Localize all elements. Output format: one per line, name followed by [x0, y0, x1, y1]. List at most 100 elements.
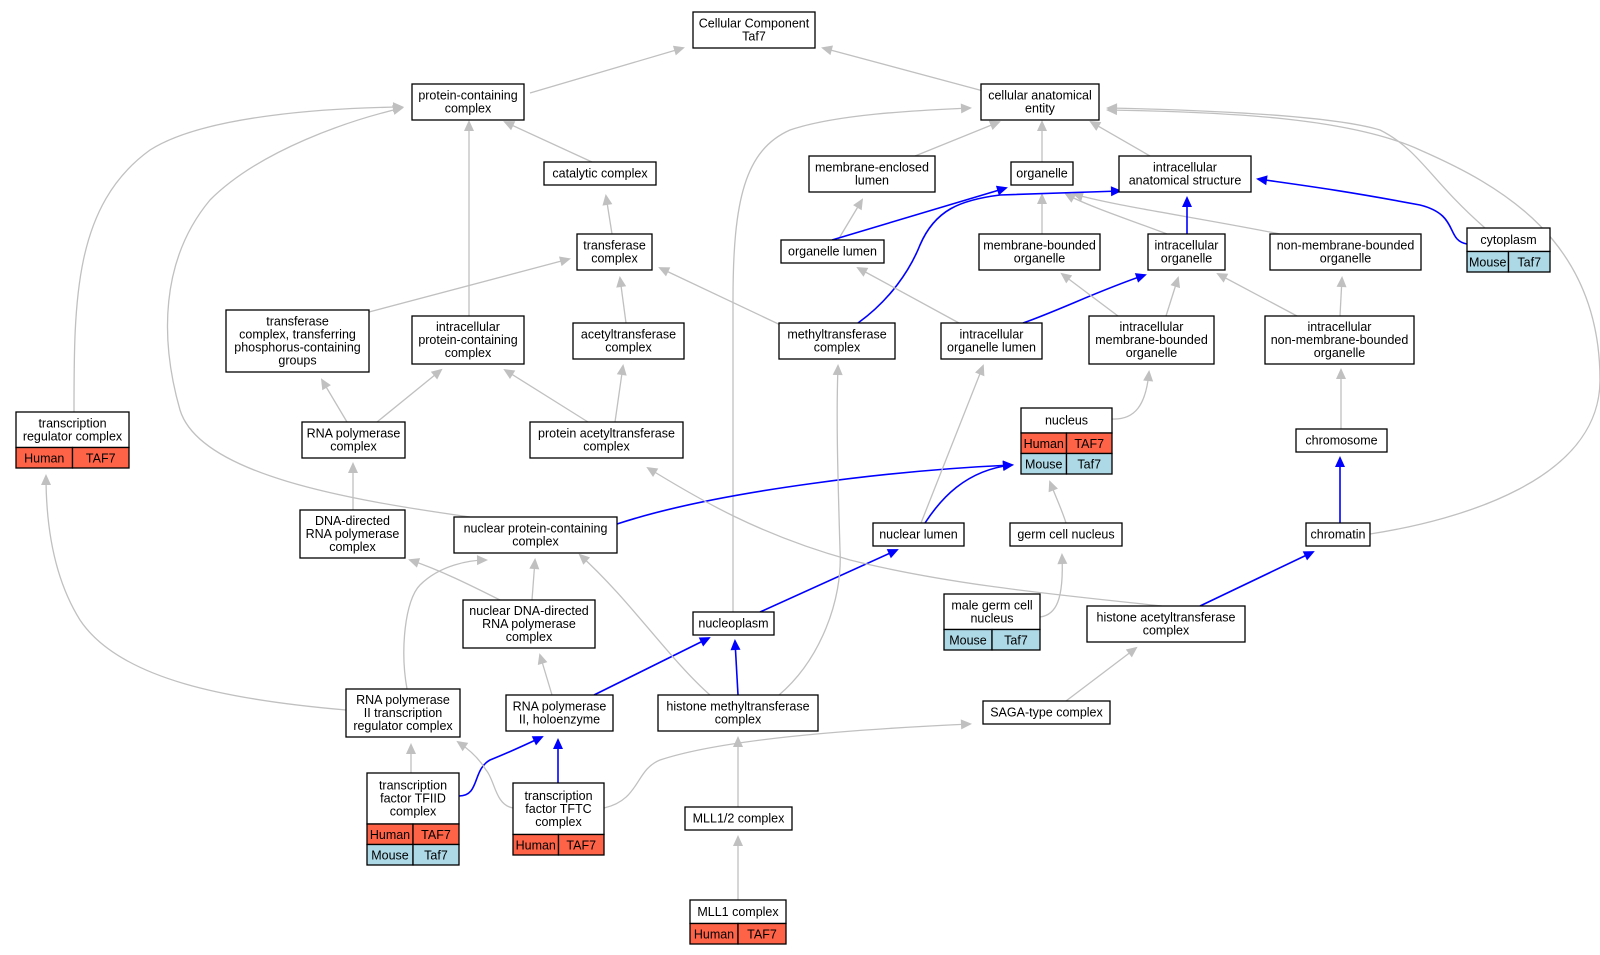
edge-catalytic-to-pcc	[503, 121, 593, 163]
go-term-node-chromosome[interactable]: chromosome	[1295, 428, 1388, 453]
arrowhead	[553, 738, 563, 749]
edge-orglumen-to-organelle	[831, 185, 1008, 241]
arrowhead	[456, 740, 469, 752]
edge-iol-to-orglumen	[856, 267, 960, 324]
arrowhead	[1064, 193, 1077, 203]
node-frame	[1295, 428, 1388, 453]
node-frame	[940, 322, 1043, 360]
node-frame	[692, 611, 775, 636]
node-frame	[1264, 315, 1415, 365]
edge-hat-to-chromatin	[1199, 551, 1315, 607]
node-label-line: catalytic complex	[552, 167, 648, 181]
edge-inmbo-to-nmbo	[1336, 276, 1347, 317]
node-frame	[1118, 155, 1252, 193]
node-label-line: II transcription	[364, 706, 443, 720]
edge-imbo-to-mbo	[1060, 272, 1119, 317]
node-frame	[1147, 233, 1226, 271]
go-term-node-organelle[interactable]: organelle	[1010, 161, 1074, 186]
edge-rnapol-to-tcp	[320, 378, 348, 423]
arrowhead	[406, 743, 416, 754]
node-label-line: regulator complex	[23, 429, 123, 443]
node-label-line: intracellular	[1155, 239, 1219, 253]
go-term-node-mll12[interactable]: MLL1/2 complex	[684, 806, 793, 831]
arrowhead	[1335, 456, 1345, 467]
arrowhead	[578, 553, 591, 565]
node-label-line: nucleus	[970, 611, 1013, 625]
node-frame	[576, 233, 653, 271]
edge-tftc-to-saga	[603, 719, 972, 809]
node-label-line: complex	[715, 713, 762, 727]
node-label-line: histone acetyltransferase	[1097, 611, 1236, 625]
edge-rnap2trc-to-trc	[41, 474, 347, 711]
go-term-node-inmbo[interactable]: intracellularnon-membrane-boundedorganel…	[1264, 315, 1415, 365]
edge-mbo-to-organelle	[1037, 193, 1047, 234]
edge-rnap2holo-to-nucleoplasm	[593, 637, 711, 696]
node-frame	[978, 233, 1101, 271]
arrowhead	[616, 364, 627, 376]
go-term-node-saga[interactable]: SAGA-type complex	[982, 700, 1111, 725]
node-frame	[1010, 161, 1074, 186]
edge-pat-to-ipcc	[503, 368, 589, 423]
edge-imbo-to-intraorg	[1165, 276, 1181, 317]
go-term-node-chromatin[interactable]: chromatin	[1305, 522, 1371, 547]
node-label-line: germ cell nucleus	[1017, 528, 1114, 542]
node-label-line: lumen	[855, 174, 889, 188]
go-term-node-nucleoplasm[interactable]: nucleoplasm	[692, 611, 775, 636]
gene-cell	[737, 922, 787, 945]
node-label-line: RNA polymerase	[306, 527, 400, 541]
node-label-line: organelle lumen	[947, 341, 1036, 355]
node-label-line: complex	[330, 440, 377, 454]
arrowhead	[1037, 193, 1047, 204]
go-term-node-orglumen[interactable]: organelle lumen	[780, 239, 885, 264]
edge-tfiid-to-rnap2trc	[406, 743, 416, 773]
species-label: Human	[1024, 437, 1064, 451]
go-term-node-germ[interactable]: germ cell nucleus	[1009, 522, 1123, 547]
arrowhead	[1336, 276, 1347, 288]
node-label-line: cytoplasm	[1480, 233, 1536, 247]
node-label-line: complex	[445, 346, 492, 360]
node-label-line: complex	[583, 440, 630, 454]
node-label-line: organelle	[1126, 346, 1177, 360]
node-label-line: complex	[506, 630, 553, 644]
go-term-node-nuclumen[interactable]: nuclear lumen	[872, 522, 965, 547]
go-term-node-catalytic[interactable]: catalytic complex	[543, 161, 657, 186]
node-frame	[780, 239, 885, 264]
node-frame	[778, 322, 896, 360]
arrowhead	[537, 653, 548, 666]
node-label-line: intracellular	[1120, 320, 1184, 334]
arrowhead	[41, 474, 52, 486]
node-frame	[1305, 522, 1371, 547]
node-label-line: organelle	[1320, 252, 1371, 266]
